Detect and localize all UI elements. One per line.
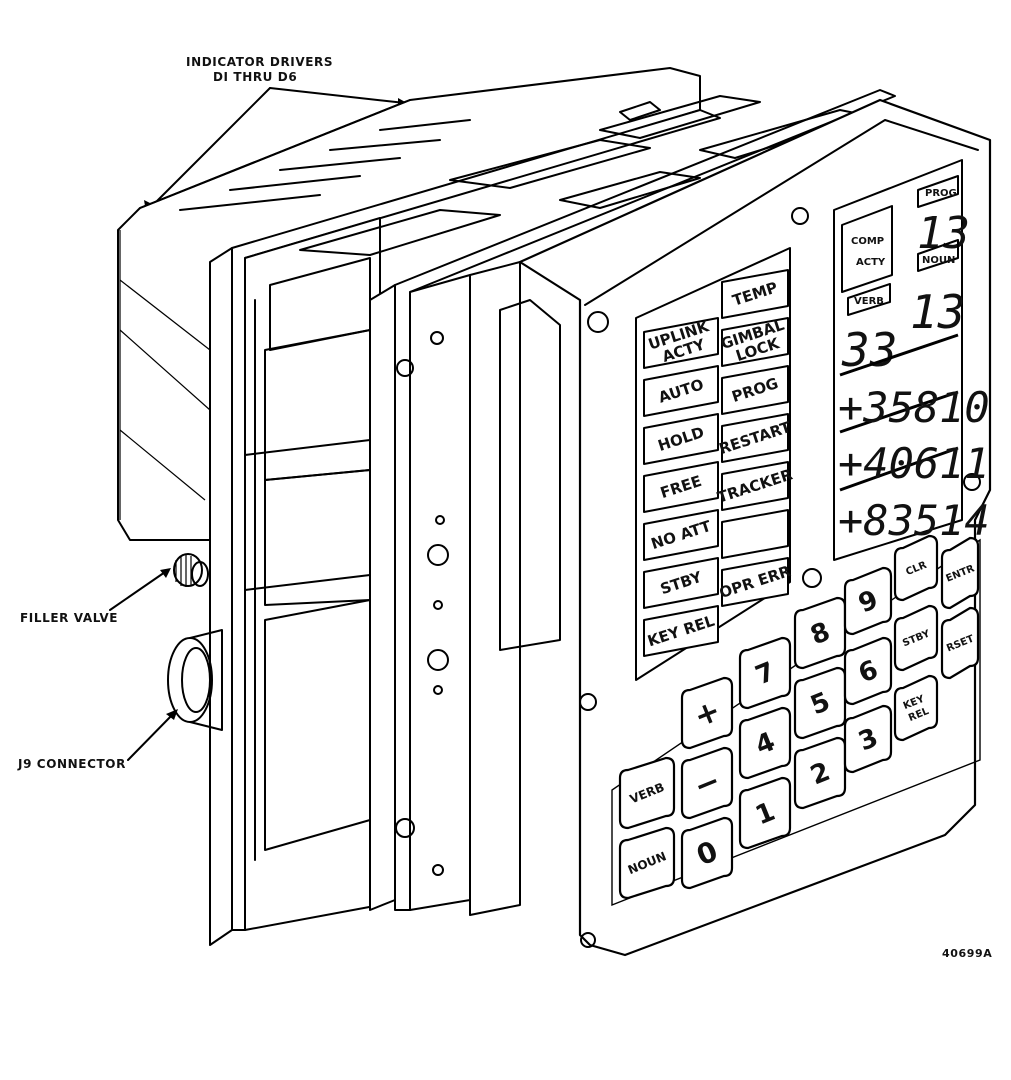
key-cap [940,606,980,680]
lamp-free: FREE [643,461,719,513]
key-one[interactable]: 1 [738,776,792,850]
key-cap [738,706,792,780]
lamp-auto: AUTO [643,365,719,417]
key-cap [843,566,893,636]
key-cap [618,826,676,900]
key-cap [618,756,676,830]
keypad: VERBNOUN+−0741852963CLRSTBYKEYRELENTRRSE… [611,534,981,907]
verb-value: 33 [841,323,897,377]
lamp-frame [721,461,789,511]
key-cap [738,636,792,710]
lamp-hold: HOLD [643,413,719,465]
lamp-frame [721,365,789,415]
key-cap [680,676,734,750]
lamp-frame [643,557,719,609]
key-cap [843,636,893,706]
key-three[interactable]: 3 [843,704,893,774]
key-cap [680,816,734,890]
key-clr[interactable]: CLR [893,534,939,602]
display-panel: COMP ACTY PROG 13 NOUN VERB 33 13 +35810… [833,159,990,561]
leader-line-j9 [127,711,176,761]
lamp-key-rel: KEY REL [643,605,719,657]
lamp-no-att: NO ATT [643,509,719,561]
caution-lamp-panel [635,247,791,681]
key-six[interactable]: 6 [843,636,893,706]
j9-connector [167,629,223,731]
filler-valve [173,553,209,587]
leader-line-filler-valve [109,569,169,611]
lamp-stby: STBY [643,557,719,609]
key-cap [940,536,980,610]
prog-label-box [917,175,959,208]
key-eight[interactable]: 8 [793,596,847,670]
prog-label: PROG [925,188,957,199]
lamp-restart: RESTART [717,413,794,463]
lamp-frame [643,605,719,657]
key-cap [680,746,734,820]
key-noun[interactable]: NOUN [618,826,676,900]
leader-line-drivers-left [147,87,271,211]
leader-line-drivers-right [269,87,406,104]
key-cap [893,534,939,602]
rear-housing [117,67,701,541]
key-entr[interactable]: ENTR [940,536,980,610]
lamp-frame [643,509,719,561]
lamp-frame [721,509,789,559]
key-five[interactable]: 5 [793,666,847,740]
key-verb[interactable]: VERB [618,756,676,830]
comp-acty-label-line2: ACTY [856,257,886,268]
lamp-tracker: TRACKER [715,461,795,511]
lamp-frame [643,365,719,417]
verb-label-box [847,283,891,316]
lamp-frame [643,461,719,513]
key-cap [738,776,792,850]
callout-indicator-drivers-line2: DI THRU D6 [213,70,297,84]
key-cap [893,674,939,742]
lamp-opr-err: OPR ERR [717,557,793,607]
arrowhead [160,568,171,578]
register-3: +83514 [838,496,990,545]
figure-number: 40699A [942,947,992,960]
lamp-frame [643,317,719,369]
key-seven[interactable]: 7 [738,636,792,710]
callout-filler-valve: FILLER VALVE [20,611,118,625]
noun-value: 13 [910,285,965,339]
lamp-frame [643,413,719,465]
lamp-temp: TEMP [721,269,789,319]
key-cap [843,704,893,774]
key-rset[interactable]: RSET [940,606,980,680]
lamp-frame [721,317,789,367]
key-stby[interactable]: STBY [893,604,939,672]
noun-label: NOUN [922,255,955,266]
comp-acty-label-line1: COMP [851,236,884,247]
lamp-frame [721,413,789,463]
callout-j9-connector: J9 CONNECTOR [17,757,126,771]
lamp-blank [721,509,789,559]
noun-label-box [917,239,959,272]
key-four[interactable]: 4 [738,706,792,780]
key-minus[interactable]: − [680,746,734,820]
key-cap [893,604,939,672]
key-nine[interactable]: 9 [843,566,893,636]
lamp-frame [721,269,789,319]
key-plus[interactable]: + [680,676,734,750]
key-two[interactable]: 2 [793,736,847,810]
callout-indicator-drivers-line1: INDICATOR DRIVERS [186,55,333,69]
key-zero[interactable]: 0 [680,816,734,890]
lamp-frame [721,557,789,607]
verb-label: VERB [854,296,884,307]
mid-frame [209,89,896,946]
register-1: +35810 [838,383,990,432]
lamp-prog: PROG [721,365,789,415]
register-2: +40611 [838,439,990,488]
comp-acty-indicator [841,205,893,293]
